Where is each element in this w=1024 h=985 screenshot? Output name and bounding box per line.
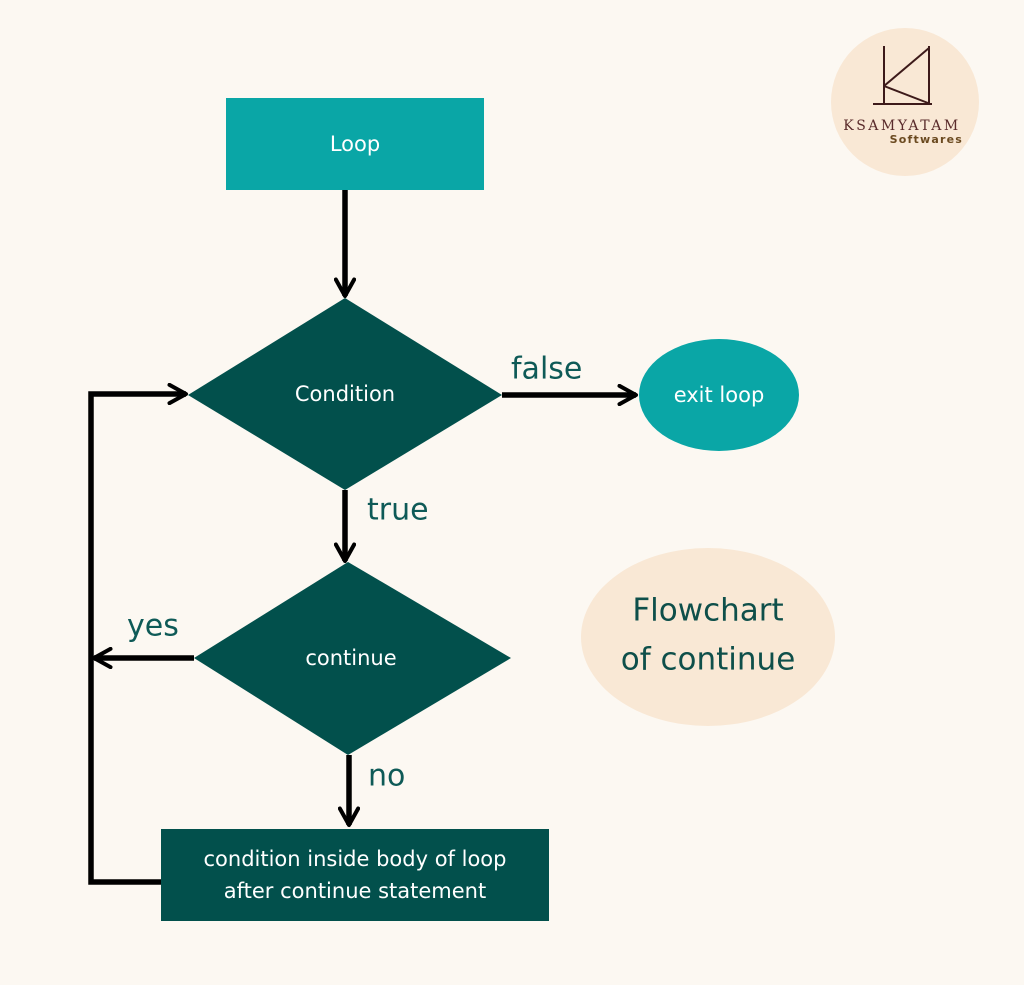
title-bubble	[581, 548, 835, 726]
logo-tagline: Softwares	[890, 133, 963, 146]
body-node	[161, 829, 549, 921]
continue-node-label: continue	[305, 646, 396, 670]
body-node-label-line-2: after continue statement	[224, 879, 486, 903]
diagram-title: Flowchart of continue	[581, 548, 835, 726]
edge-label-true: true	[367, 493, 429, 528]
exit-loop-node-label: exit loop	[674, 383, 765, 407]
logo-badge	[831, 28, 979, 176]
edge-label-false: false	[511, 352, 582, 387]
body-node-label-line-1: condition inside body of loop	[203, 847, 506, 871]
connectors	[88, 190, 636, 885]
arrow-loop-back	[88, 394, 186, 885]
loop-node	[226, 98, 484, 190]
condition-node-label: Condition	[295, 382, 395, 406]
edge-label-yes: yes	[127, 609, 179, 644]
title-line-1: Flowchart	[632, 593, 783, 629]
condition-node	[188, 298, 502, 490]
loop-node-label: Loop	[330, 132, 380, 156]
title-line-2: of continue	[621, 642, 796, 678]
edge-label-no: no	[368, 759, 405, 794]
logo-monogram-icon	[873, 46, 932, 105]
exit-loop-node	[639, 339, 799, 451]
logo-name: KSAMYATAM	[843, 118, 961, 134]
continue-node	[194, 562, 511, 755]
company-logo: KSAMYATAM Softwares	[831, 28, 979, 176]
